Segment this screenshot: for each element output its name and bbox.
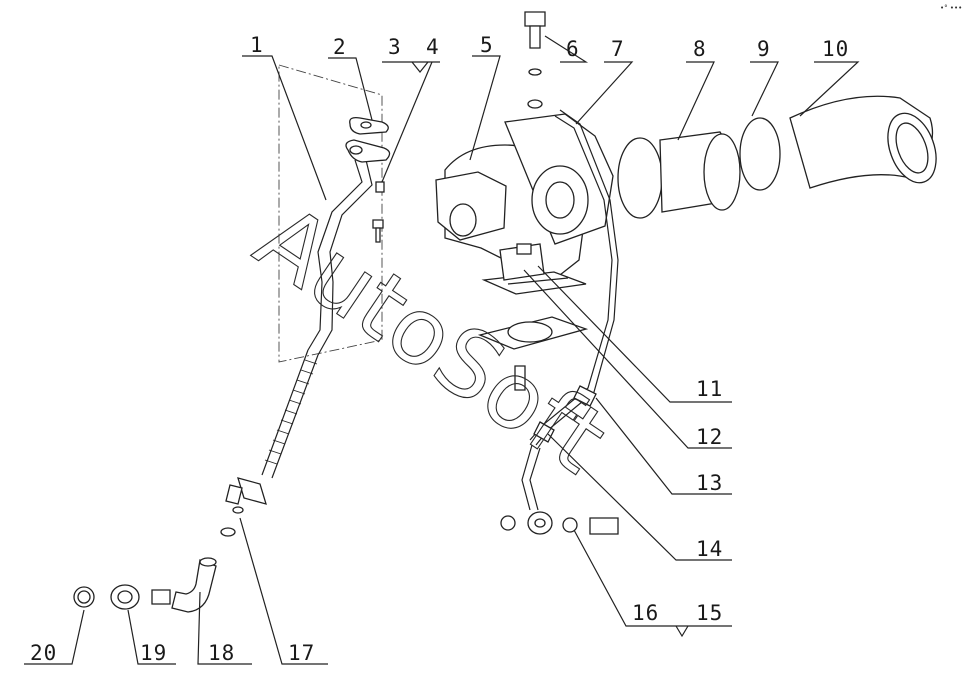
washer-and-bolt bbox=[372, 181, 385, 243]
callout-20: 20 bbox=[30, 641, 57, 665]
intake-hose-assembly bbox=[617, 95, 937, 219]
turbocharger bbox=[435, 113, 614, 295]
callout-13: 13 bbox=[696, 471, 723, 495]
oil-drain-fittings bbox=[73, 527, 236, 613]
oil-pipe-flange bbox=[345, 139, 391, 163]
callout-1: 1 bbox=[250, 33, 264, 57]
callout-9: 9 bbox=[757, 37, 771, 61]
callout-11: 11 bbox=[696, 377, 723, 401]
flange-gasket bbox=[349, 116, 389, 135]
callout-18: 18 bbox=[208, 641, 235, 665]
banjo-washers-and-bolt bbox=[500, 515, 619, 535]
callout-8: 8 bbox=[693, 37, 707, 61]
corner-mark: •° ••• bbox=[940, 4, 962, 12]
callout-10: 10 bbox=[822, 37, 849, 61]
callout-19: 19 bbox=[140, 641, 167, 665]
callout-12: 12 bbox=[696, 425, 723, 449]
callout-2: 2 bbox=[333, 35, 347, 59]
oil-return-pipe bbox=[225, 159, 373, 514]
callout-5: 5 bbox=[480, 33, 494, 57]
callout-3: 3 bbox=[388, 35, 402, 59]
leader-lines bbox=[24, 35, 860, 665]
turbine-gasket bbox=[477, 316, 589, 391]
callout-15: 15 bbox=[696, 601, 723, 625]
callout-numbers: 1 2 3 4 5 6 7 8 9 10 11 12 13 14 15 16 1… bbox=[30, 33, 849, 665]
callout-14: 14 bbox=[696, 537, 723, 561]
callout-16: 16 bbox=[632, 601, 659, 625]
oil-feed-pipe bbox=[521, 109, 619, 535]
callout-6: 6 bbox=[566, 37, 580, 61]
callout-4: 4 bbox=[426, 35, 440, 59]
callout-17: 17 bbox=[288, 641, 315, 665]
callout-7: 7 bbox=[611, 37, 625, 61]
banjo-bolt bbox=[524, 11, 546, 109]
